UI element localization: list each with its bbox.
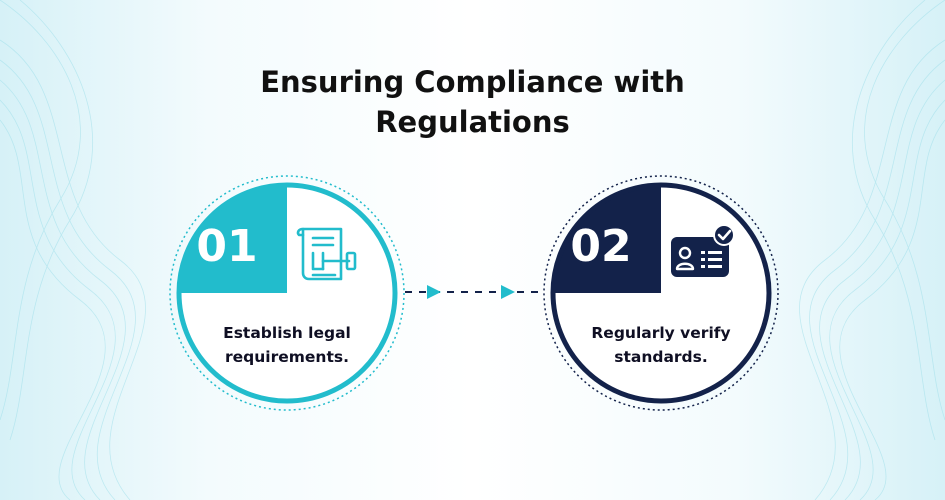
step-1-text-line-2: requirements. (225, 348, 349, 366)
id-card-checkmark-icon (671, 224, 735, 277)
page-title: Ensuring Compliance with Regulations (0, 62, 945, 142)
legal-document-gavel-icon (296, 227, 357, 281)
title-line-1: Ensuring Compliance with (260, 65, 685, 99)
step-1-frame (169, 175, 405, 411)
step-2-frame (543, 175, 779, 411)
step-2-text-line-2: standards. (614, 348, 708, 366)
dashed-arrow-connector (405, 285, 545, 299)
step-2-card: 02 Regularly verify standards. (541, 173, 781, 413)
step-1-description: Establish legal requirements. (197, 321, 377, 369)
step-1-card: 01 Establish legal requirements. (167, 173, 407, 413)
step-1-number: 01 (196, 221, 258, 272)
title-line-2: Regulations (375, 105, 570, 139)
step-2-text-line-1: Regularly verify (591, 324, 731, 342)
step-2-number: 02 (570, 221, 632, 272)
step-1-text-line-1: Establish legal (223, 324, 351, 342)
step-2-description: Regularly verify standards. (571, 321, 751, 369)
